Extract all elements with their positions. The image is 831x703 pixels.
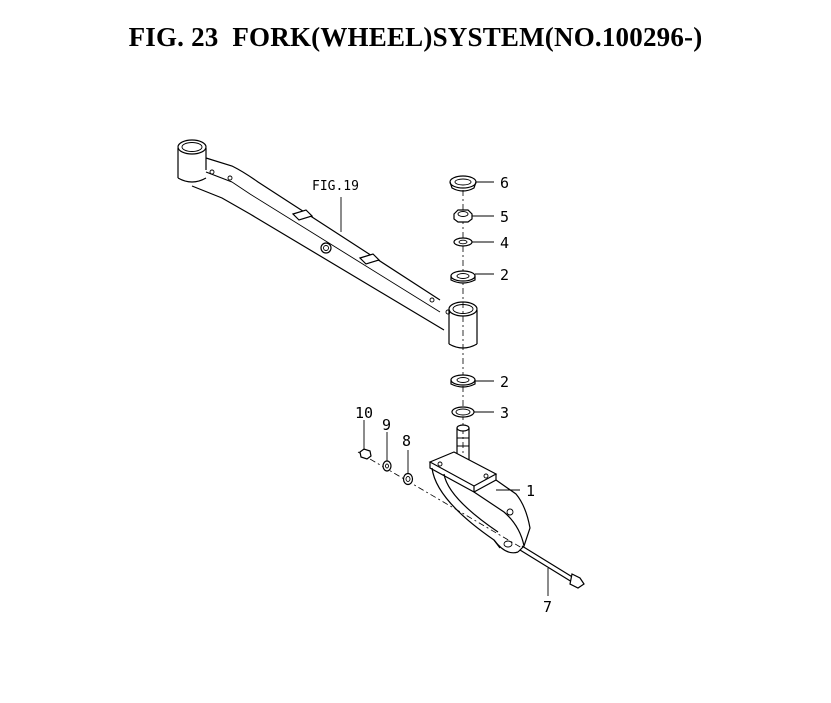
part-5-nut (453, 209, 494, 223)
callout-3: 3 (500, 404, 509, 422)
part-2-bearing-lower (450, 374, 494, 388)
part-4-washer (453, 237, 494, 247)
callout-10: 10 (355, 404, 373, 422)
part-8-washer (402, 450, 414, 486)
part-3-seal (451, 406, 494, 418)
part-2-bearing-upper (450, 270, 494, 284)
part-6-cap (449, 175, 494, 192)
reference-label: FIG.19 (312, 179, 359, 194)
part-1-fork (428, 424, 531, 554)
callout-8: 8 (402, 432, 411, 450)
callout-6: 6 (500, 174, 509, 192)
figure-title: FIG. 23 FORK(WHEEL)SYSTEM(NO.100296-) (128, 22, 703, 52)
callout-2-upper: 2 (500, 266, 509, 284)
callout-4: 4 (500, 234, 509, 252)
part-9-lock-washer (382, 432, 392, 472)
part-7-bolt (519, 545, 585, 596)
callout-2-lower: 2 (500, 373, 509, 391)
part-10-nut (359, 420, 372, 460)
frame-beam (177, 139, 478, 349)
callout-1: 1 (526, 482, 535, 500)
callout-5: 5 (500, 208, 509, 226)
callout-9: 9 (382, 416, 391, 434)
callout-7: 7 (543, 598, 552, 616)
